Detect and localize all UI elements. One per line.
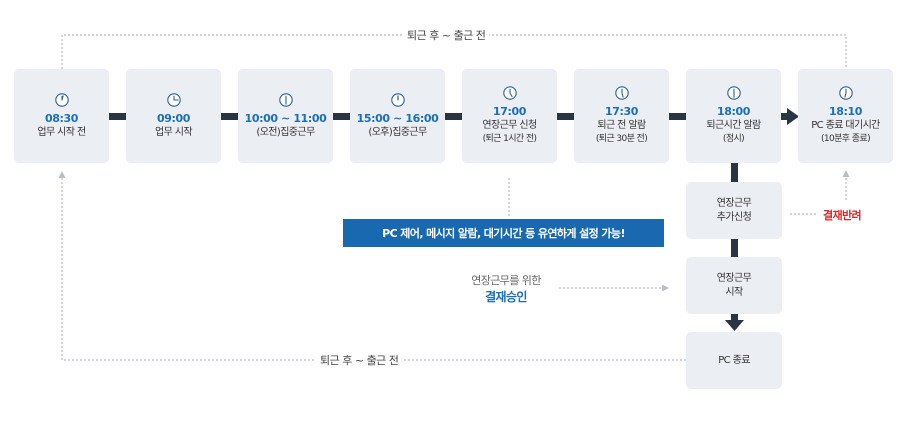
step-box: 18:00 퇴근시간 알람 (정시)	[686, 69, 781, 163]
clock-icon	[614, 86, 629, 100]
step-box: 17:00 연장근무 신청 (퇴근 1시간 전)	[462, 69, 557, 163]
clock-icon	[502, 86, 517, 100]
feature-banner: PC 제어, 메시지 알람, 대기시간 등 유연하게 설정 가능!	[343, 219, 664, 247]
step-label: 연장근무 신청	[482, 120, 537, 131]
overtime-request-line1: 연장근무	[716, 197, 752, 209]
bottom-loop-arrowhead	[58, 171, 66, 178]
connector-vertical	[731, 163, 738, 182]
reject-pointer-arrowhead	[842, 170, 850, 177]
step-box: 10:00 ~ 11:00(오전)집중근무	[238, 69, 333, 163]
step-time: 09:00	[156, 111, 190, 125]
overtime-start-line2: 시작	[725, 286, 743, 298]
step-label: 업무 시작	[155, 126, 193, 138]
clock-icon	[838, 86, 853, 100]
connector	[333, 113, 350, 120]
step-label: 퇴근시간 알람	[706, 120, 761, 131]
step-label: 퇴근 전 알람	[597, 120, 646, 131]
approval-pointer-arrowhead	[662, 284, 669, 292]
approval-line1: 연장근무를 위한	[471, 274, 541, 287]
connector-vertical	[731, 239, 738, 257]
clock-icon	[166, 92, 181, 107]
connector-arrow-shaft	[781, 113, 789, 120]
pc-off-label: PC 종료	[718, 354, 750, 366]
bottom-loop-label: 퇴근 후 ~ 출근 전	[316, 352, 403, 368]
pc-off-box: PC 종료	[686, 332, 782, 389]
step-time: 18:10	[828, 105, 862, 118]
connector	[221, 113, 238, 120]
connector	[669, 113, 686, 120]
clock-icon	[390, 92, 405, 107]
connector	[557, 113, 574, 120]
step-time: 18:00	[716, 105, 750, 118]
step-box: 18:10 PC 종료 대기시간 (10분후 종료)	[798, 69, 893, 163]
step-label: (오후)집중근무	[368, 126, 427, 138]
step-time: 08:30	[44, 111, 78, 125]
step-sub: (퇴근 1시간 전)	[482, 134, 537, 144]
approval-line2: 결재승인	[485, 290, 527, 304]
clock-icon	[54, 92, 69, 107]
reject-label: 결재반려	[823, 209, 862, 222]
connector-arrowhead-down	[725, 320, 744, 331]
connector-arrowhead	[787, 108, 799, 125]
overtime-request-box: 연장근무 추가신청	[686, 182, 782, 239]
step-box: 17:30 퇴근 전 알람 (퇴근 30분 전)	[574, 69, 669, 163]
clock-icon	[726, 86, 741, 100]
connector	[445, 113, 462, 120]
step-label: PC 종료 대기시간	[811, 120, 880, 131]
bottom-loop-line	[61, 178, 686, 361]
step-sub: (정시)	[722, 134, 745, 144]
step-sub: (10분후 종료)	[820, 134, 871, 144]
overtime-start-line1: 연장근무	[716, 272, 752, 284]
overtime-request-line2: 추가신청	[716, 211, 752, 223]
clock-icon	[278, 92, 293, 107]
connector	[109, 113, 126, 120]
step-box: 15:00 ~ 16:00(오후)집중근무	[350, 69, 445, 163]
step-label: 업무 시작 전	[37, 126, 86, 138]
step-time: 15:00 ~ 16:00	[356, 111, 439, 125]
step-time: 17:30	[604, 105, 638, 118]
step-time: 17:00	[492, 105, 526, 118]
connector-vertical	[731, 314, 738, 322]
step-time: 10:00 ~ 11:00	[244, 111, 327, 125]
step-label: (오전)집중근무	[256, 126, 315, 138]
top-loop-label: 퇴근 후 ~ 출근 전	[403, 27, 490, 43]
overtime-start-box: 연장근무 시작	[686, 257, 782, 314]
step-sub: (퇴근 30분 전)	[595, 134, 648, 144]
